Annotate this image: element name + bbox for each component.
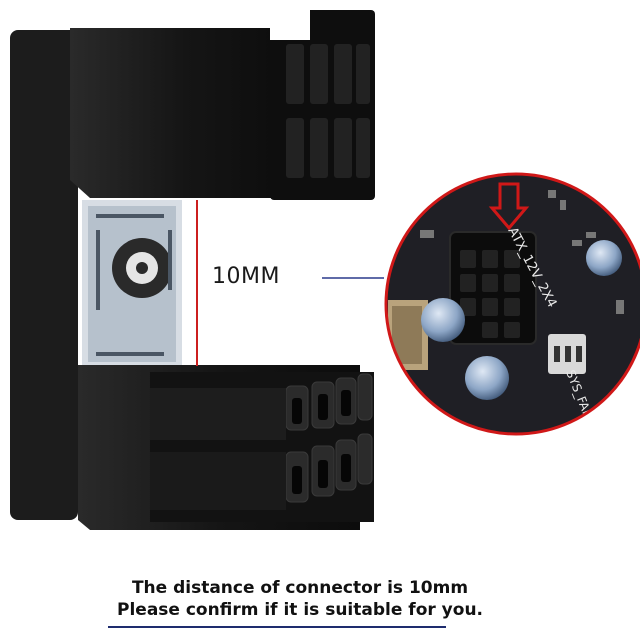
adapter-connector bbox=[10, 10, 375, 530]
zoom-ring bbox=[384, 172, 640, 436]
caption-line-1: The distance of connector is 10mm bbox=[131, 578, 469, 598]
motherboard-zoom: ATX_12V_2X4 SYS_FAN3 bbox=[384, 172, 640, 436]
caption-line-2: Please confirm if it is suitable for you… bbox=[117, 600, 483, 620]
dimension-label: 10MM bbox=[212, 264, 280, 289]
caption-underline bbox=[108, 626, 446, 628]
